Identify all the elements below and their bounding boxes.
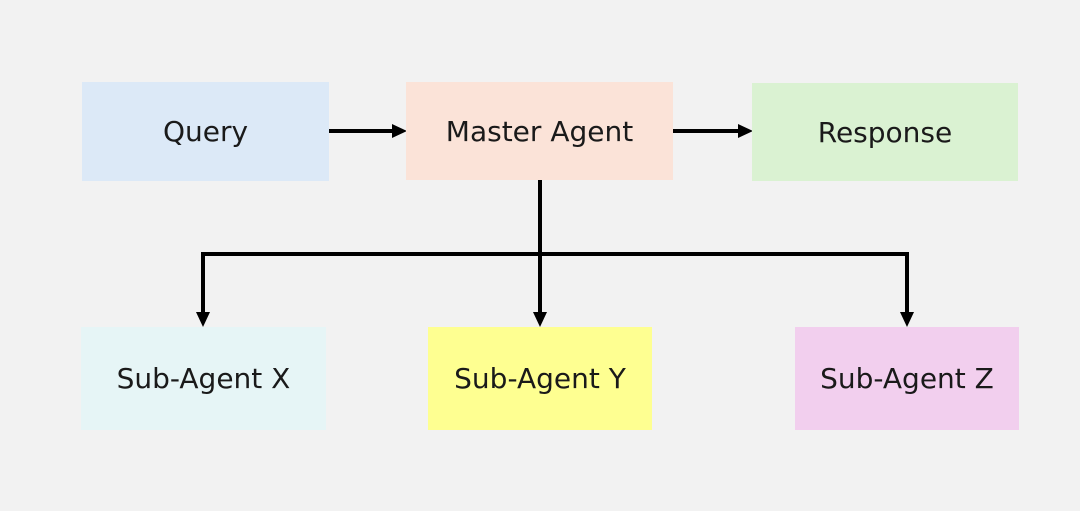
arrowhead-master-icon	[392, 124, 407, 138]
response-label: Response	[817, 115, 953, 149]
sub-agent-z-label: Sub-Agent Z	[820, 362, 994, 395]
sub-agent-y-label: Sub-Agent Y	[454, 362, 626, 395]
arrowhead-subx-icon	[196, 312, 210, 327]
arrowhead-subz-icon	[900, 312, 914, 327]
sub-agent-x-label: Sub-Agent X	[116, 362, 291, 395]
sub-agent-z-node: Sub-Agent Z	[795, 327, 1019, 430]
sub-agent-y-node: Sub-Agent Y	[428, 327, 652, 430]
arrowhead-suby-icon	[533, 312, 547, 327]
response-node: Response	[752, 83, 1018, 181]
query-label: Query	[162, 115, 249, 148]
query-node: Query	[82, 82, 329, 181]
master-agent-node: Master Agent	[406, 82, 673, 180]
sub-agent-x-node: Sub-Agent X	[81, 327, 326, 430]
master-agent-label: Master Agent	[445, 114, 634, 148]
arrowhead-response-icon	[738, 124, 753, 138]
